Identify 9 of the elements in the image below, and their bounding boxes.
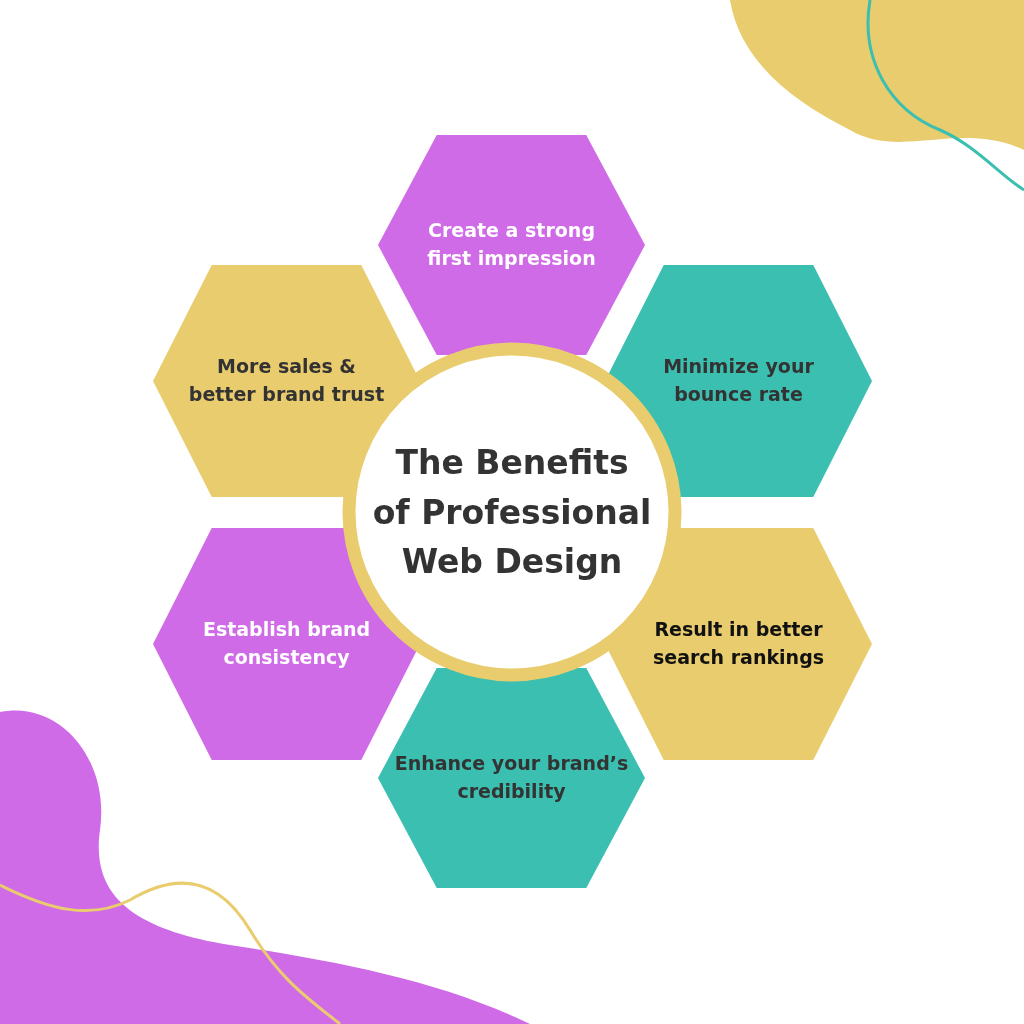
benefit-text: Result in better search rankings — [651, 617, 826, 670]
hexagon-box — [378, 135, 645, 355]
benefit-text: More sales & better brand trust — [187, 354, 386, 407]
benefit-text: Minimize your bounce rate — [662, 354, 815, 407]
benefit-text: Establish brand consistency — [201, 617, 372, 670]
benefit-text: Enhance your brand’s credibility — [393, 751, 630, 804]
heading-text: The Benefits of Professional Web Design — [372, 441, 652, 583]
hexagon-box — [378, 668, 645, 888]
benefit-text: Create a strong first impression — [426, 218, 597, 271]
